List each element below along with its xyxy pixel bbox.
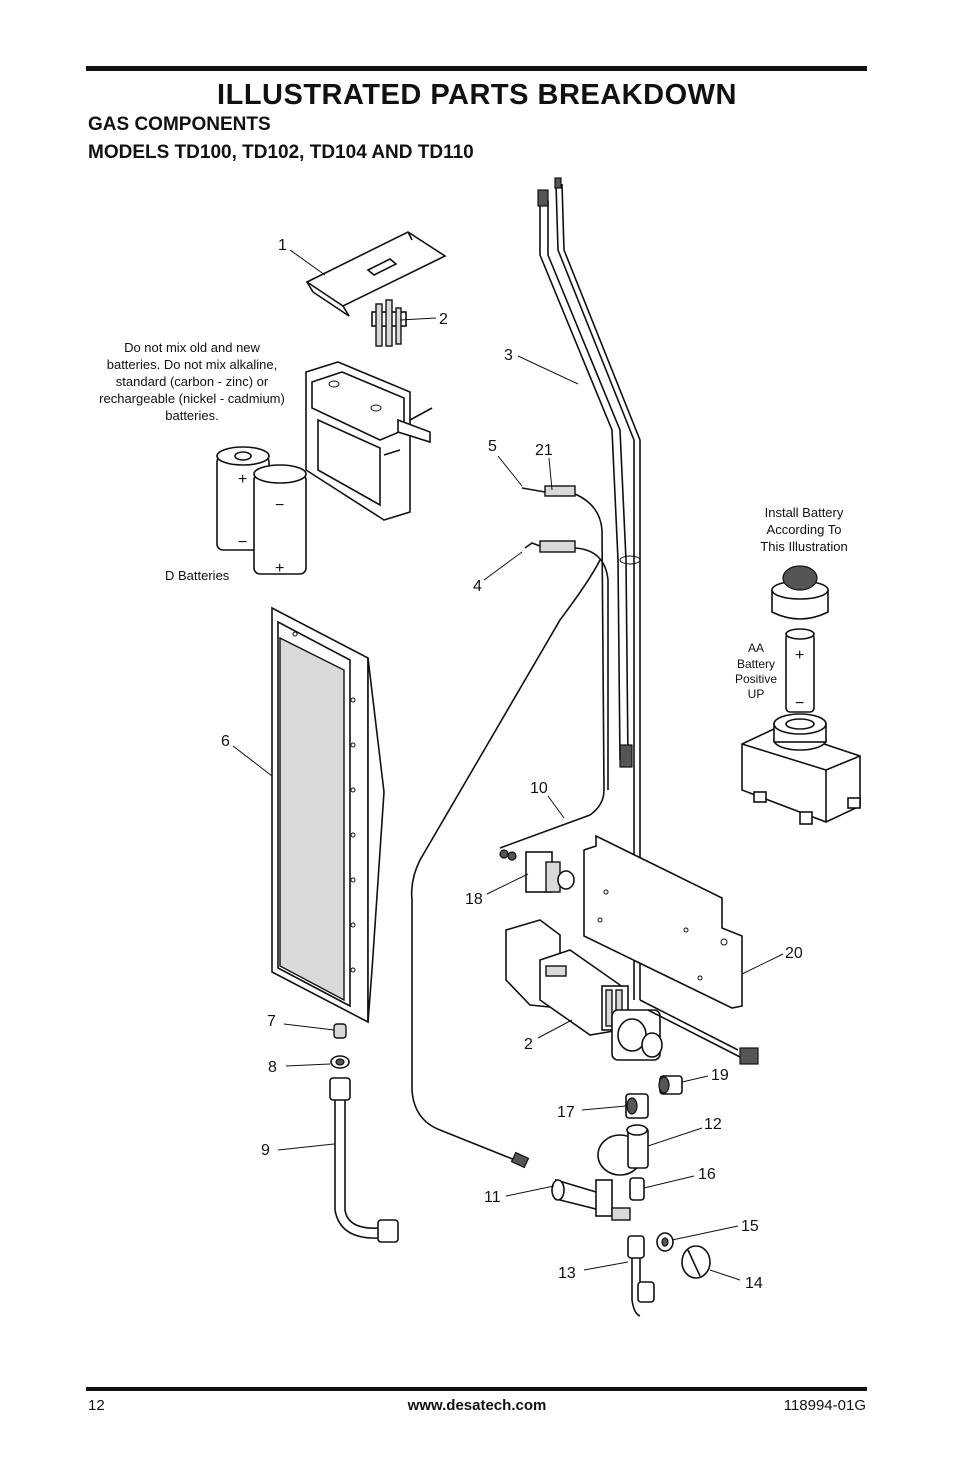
part-2-pilot-top [371,299,407,347]
website-link[interactable]: www.desatech.com [407,1397,547,1414]
part-7-fitting [333,1023,347,1039]
battery-1-minus: − [238,534,247,551]
part-15-nut [656,1232,674,1252]
callout-2-top: 2 [439,311,448,328]
svg-text:Do not mix old and new: Do not mix old and new [124,340,260,355]
section-subtitle: GAS COMPONENTS [88,114,271,135]
aa-battery-plus: + [795,647,804,664]
header-rule [86,66,867,71]
callout-15: 15 [741,1218,759,1235]
battery-1-plus: + [238,471,247,488]
callout-16: 16 [698,1166,716,1183]
callout-19: 19 [711,1067,729,1084]
part-18-igniter [499,849,575,893]
models-subtitle: MODELS TD100, TD102, TD104 AND TD110 [88,142,474,163]
callout-20: 20 [785,945,803,962]
aa-battery [785,628,815,713]
part-11-valve [551,1178,631,1221]
svg-text:batteries. Do not mix alkaline: batteries. Do not mix alkaline, [107,357,278,372]
callout-11: 11 [484,1189,501,1206]
callout-3: 3 [504,347,513,364]
callout-8: 8 [268,1059,277,1076]
battery-box-housing [305,361,433,521]
d-batteries-label: D Batteries [165,568,230,583]
leader-lines [232,249,784,1281]
callout-10: 10 [530,780,548,797]
battery-warning-note: Do not mix old and new batteries. Do not… [99,340,285,423]
aa-battery-minus: − [795,695,804,712]
part-5-thermocouple [499,485,605,849]
gas-valve [611,999,759,1065]
callout-13: 13 [558,1265,576,1282]
part-2-valve-bracket [505,919,629,1036]
d-battery-2 [253,464,307,575]
callout-2-bottom: 2 [524,1036,533,1053]
callout-17: 17 [557,1104,575,1121]
svg-text:This Illustration: This Illustration [760,539,847,554]
svg-text:According To: According To [767,522,842,537]
part-3-gas-tubes [537,177,641,1000]
svg-text:standard (carbon - zinc) or: standard (carbon - zinc) or [116,374,269,389]
part-1-bracket [305,231,447,317]
svg-text:Battery: Battery [737,657,775,671]
part-6-panel [271,606,385,1024]
document-number: 118994-01G [783,1397,866,1414]
part-20-plate [583,834,743,1009]
part-10-wire [410,559,601,1169]
part-8-nut [330,1055,350,1069]
page-title: ILLUSTRATED PARTS BREAKDOWN [217,79,737,111]
callout-9: 9 [261,1142,270,1159]
callout-12: 12 [704,1116,722,1133]
ignition-button-cap [771,565,829,620]
callout-6: 6 [221,733,230,750]
part-14-knob [681,1245,711,1279]
page-number: 12 [88,1397,105,1414]
svg-text:UP: UP [748,687,765,701]
callout-21: 21 [535,442,553,459]
part-19-elbow [658,1075,683,1095]
footer-rule [86,1387,867,1391]
callout-5: 5 [488,438,497,455]
svg-text:batteries.: batteries. [165,408,218,423]
svg-text:Install Battery: Install Battery [765,505,844,520]
svg-text:Positive: Positive [735,672,777,686]
ignition-housing [741,713,861,825]
part-12-regulator [597,1124,649,1176]
aa-battery-note: AA Battery Positive UP [735,641,777,701]
install-battery-note: Install Battery According To This Illust… [760,505,847,554]
svg-text:rechargeable (nickel - cadmium: rechargeable (nickel - cadmium) [99,391,285,406]
part-9-hose [329,1077,399,1243]
part-16-fitting [629,1177,645,1201]
callout-4: 4 [473,578,482,595]
callout-14: 14 [745,1275,763,1292]
part-13-hose [627,1235,655,1317]
callout-18: 18 [465,891,483,908]
callout-1: 1 [278,237,287,254]
callout-7: 7 [267,1013,276,1030]
battery-2-plus: + [275,560,284,577]
part-17-elbow [625,1093,649,1119]
part-4-electrode [524,540,609,790]
svg-text:AA: AA [748,641,764,655]
battery-2-minus: − [275,497,284,514]
